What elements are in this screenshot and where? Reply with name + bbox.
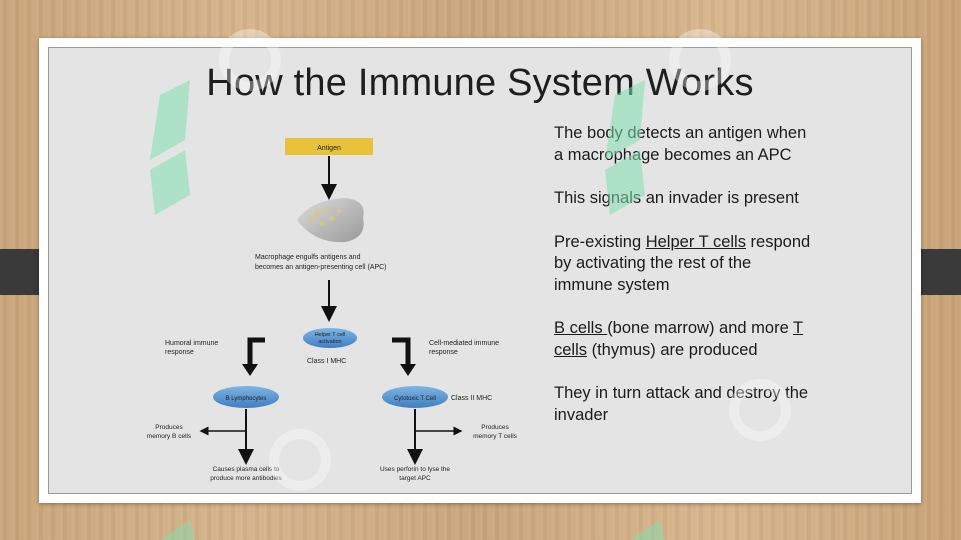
macrophage-caption-2: becomes an antigen-presenting cell (APC) (255, 264, 387, 271)
bullet-4-segment-1: B cells (554, 319, 608, 337)
perforin-label-1: Uses perforin to lyse the (380, 466, 450, 473)
bullet-4: B cells (bone marrow) and more T cells (… (554, 318, 814, 361)
memory-b-label-1: Produces (155, 424, 183, 431)
memory-b-label-2: memory B cells (147, 433, 192, 440)
class-2-mhc-label: Class II MHC (451, 395, 492, 402)
slide-title: How the Immune System Works (206, 62, 754, 104)
bullet-5-segment-1: They in turn attack and destroy the inva… (554, 384, 809, 424)
cell-mediated-label-2: response (429, 349, 458, 356)
helper-t-label-2: activation (318, 339, 341, 345)
helper-t-label-1: Helper T cell (315, 332, 346, 338)
bullet-3-segment-1: Pre-existing (554, 232, 646, 251)
bullet-2-segment-1: This signals an invader is present (554, 189, 799, 207)
helper-t-cell (303, 328, 357, 348)
perforin-label-2: target APC (399, 475, 431, 482)
bullet-list: The body detects an antigen when a macro… (554, 123, 814, 448)
macrophage-caption-1: Macrophage engulfs antigens and (255, 254, 361, 261)
cell-mediated-arrowhead (400, 364, 416, 376)
bullet-3: Pre-existing Helper T cells respond by a… (554, 232, 814, 297)
slide-panel: How the Immune System Works (48, 47, 912, 494)
immune-response-diagram: Antigen Macrophage engulfs antigens and … (147, 138, 518, 482)
cytotoxic-t-cell (382, 386, 448, 408)
antigen-box (285, 138, 373, 155)
slide: How the Immune System Works (39, 38, 921, 503)
bullet-2: This signals an invader is present (554, 188, 814, 210)
memory-t-label-2: memory T cells (473, 433, 518, 440)
plasma-label-2: produce more antibodies (210, 475, 282, 482)
bullet-5: They in turn attack and destroy the inva… (554, 383, 814, 426)
b-lymphocytes-cell (213, 386, 279, 408)
cell-mediated-label-1: Cell-mediated immune (429, 340, 499, 347)
bullet-3-segment-3: respond by activating the rest of the im… (554, 232, 811, 294)
bullet-4-segment-3: T cells (554, 319, 804, 359)
bullet-4-segment-4: (thymus) are produced (587, 340, 758, 359)
humoral-label-2: response (165, 349, 194, 356)
bullet-4-segment-2: (bone marrow) and more (607, 319, 794, 337)
cell-mediated-bent-arrow (392, 337, 411, 366)
humoral-label-1: Humoral immune (165, 340, 218, 347)
bullet-1: The body detects an antigen when a macro… (554, 123, 814, 166)
class-1-mhc-label: Class I MHC (307, 358, 346, 365)
antigen-label: Antigen (317, 145, 341, 152)
engulfed-antigens (309, 207, 341, 225)
humoral-arrowhead (242, 364, 258, 376)
plasma-label-1: Causes plasma cells to (213, 466, 280, 473)
memory-t-label-1: Produces (481, 424, 509, 431)
humoral-bent-arrow (247, 337, 265, 366)
bullet-3-segment-2: Helper T cells (645, 232, 746, 251)
bullet-1-segment-1: The body detects an antigen when a macro… (554, 124, 807, 164)
cytotoxic-t-label: Cytotoxic T Cell (394, 396, 436, 402)
macrophage-shape (297, 198, 364, 243)
b-lymphocytes-label: B Lymphocytes (226, 396, 267, 402)
